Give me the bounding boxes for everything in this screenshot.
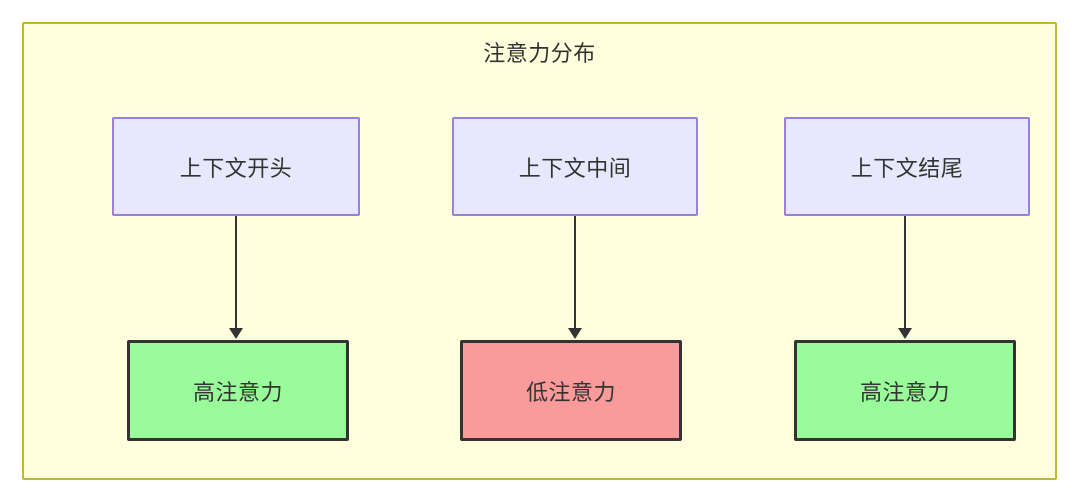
node-attention-low-middle[interactable]: 低注意力 — [460, 340, 682, 441]
node-context-end[interactable]: 上下文结尾 — [784, 117, 1030, 216]
attention-distribution-container: 注意力分布 上下文开头 上下文中间 上下文结尾 高注意力 低注意力 高注意力 — [22, 22, 1057, 480]
edge-line — [235, 216, 237, 329]
arrowhead-icon — [568, 328, 582, 339]
arrowhead-icon — [898, 328, 912, 339]
edge-line — [904, 216, 906, 329]
diagram-title: 注意力分布 — [483, 41, 596, 66]
arrowhead-icon — [229, 328, 243, 339]
edge-line — [574, 216, 576, 329]
node-context-middle[interactable]: 上下文中间 — [452, 117, 698, 216]
node-attention-high-start[interactable]: 高注意力 — [127, 340, 349, 441]
node-context-start[interactable]: 上下文开头 — [112, 117, 360, 216]
node-attention-high-end[interactable]: 高注意力 — [794, 340, 1016, 441]
